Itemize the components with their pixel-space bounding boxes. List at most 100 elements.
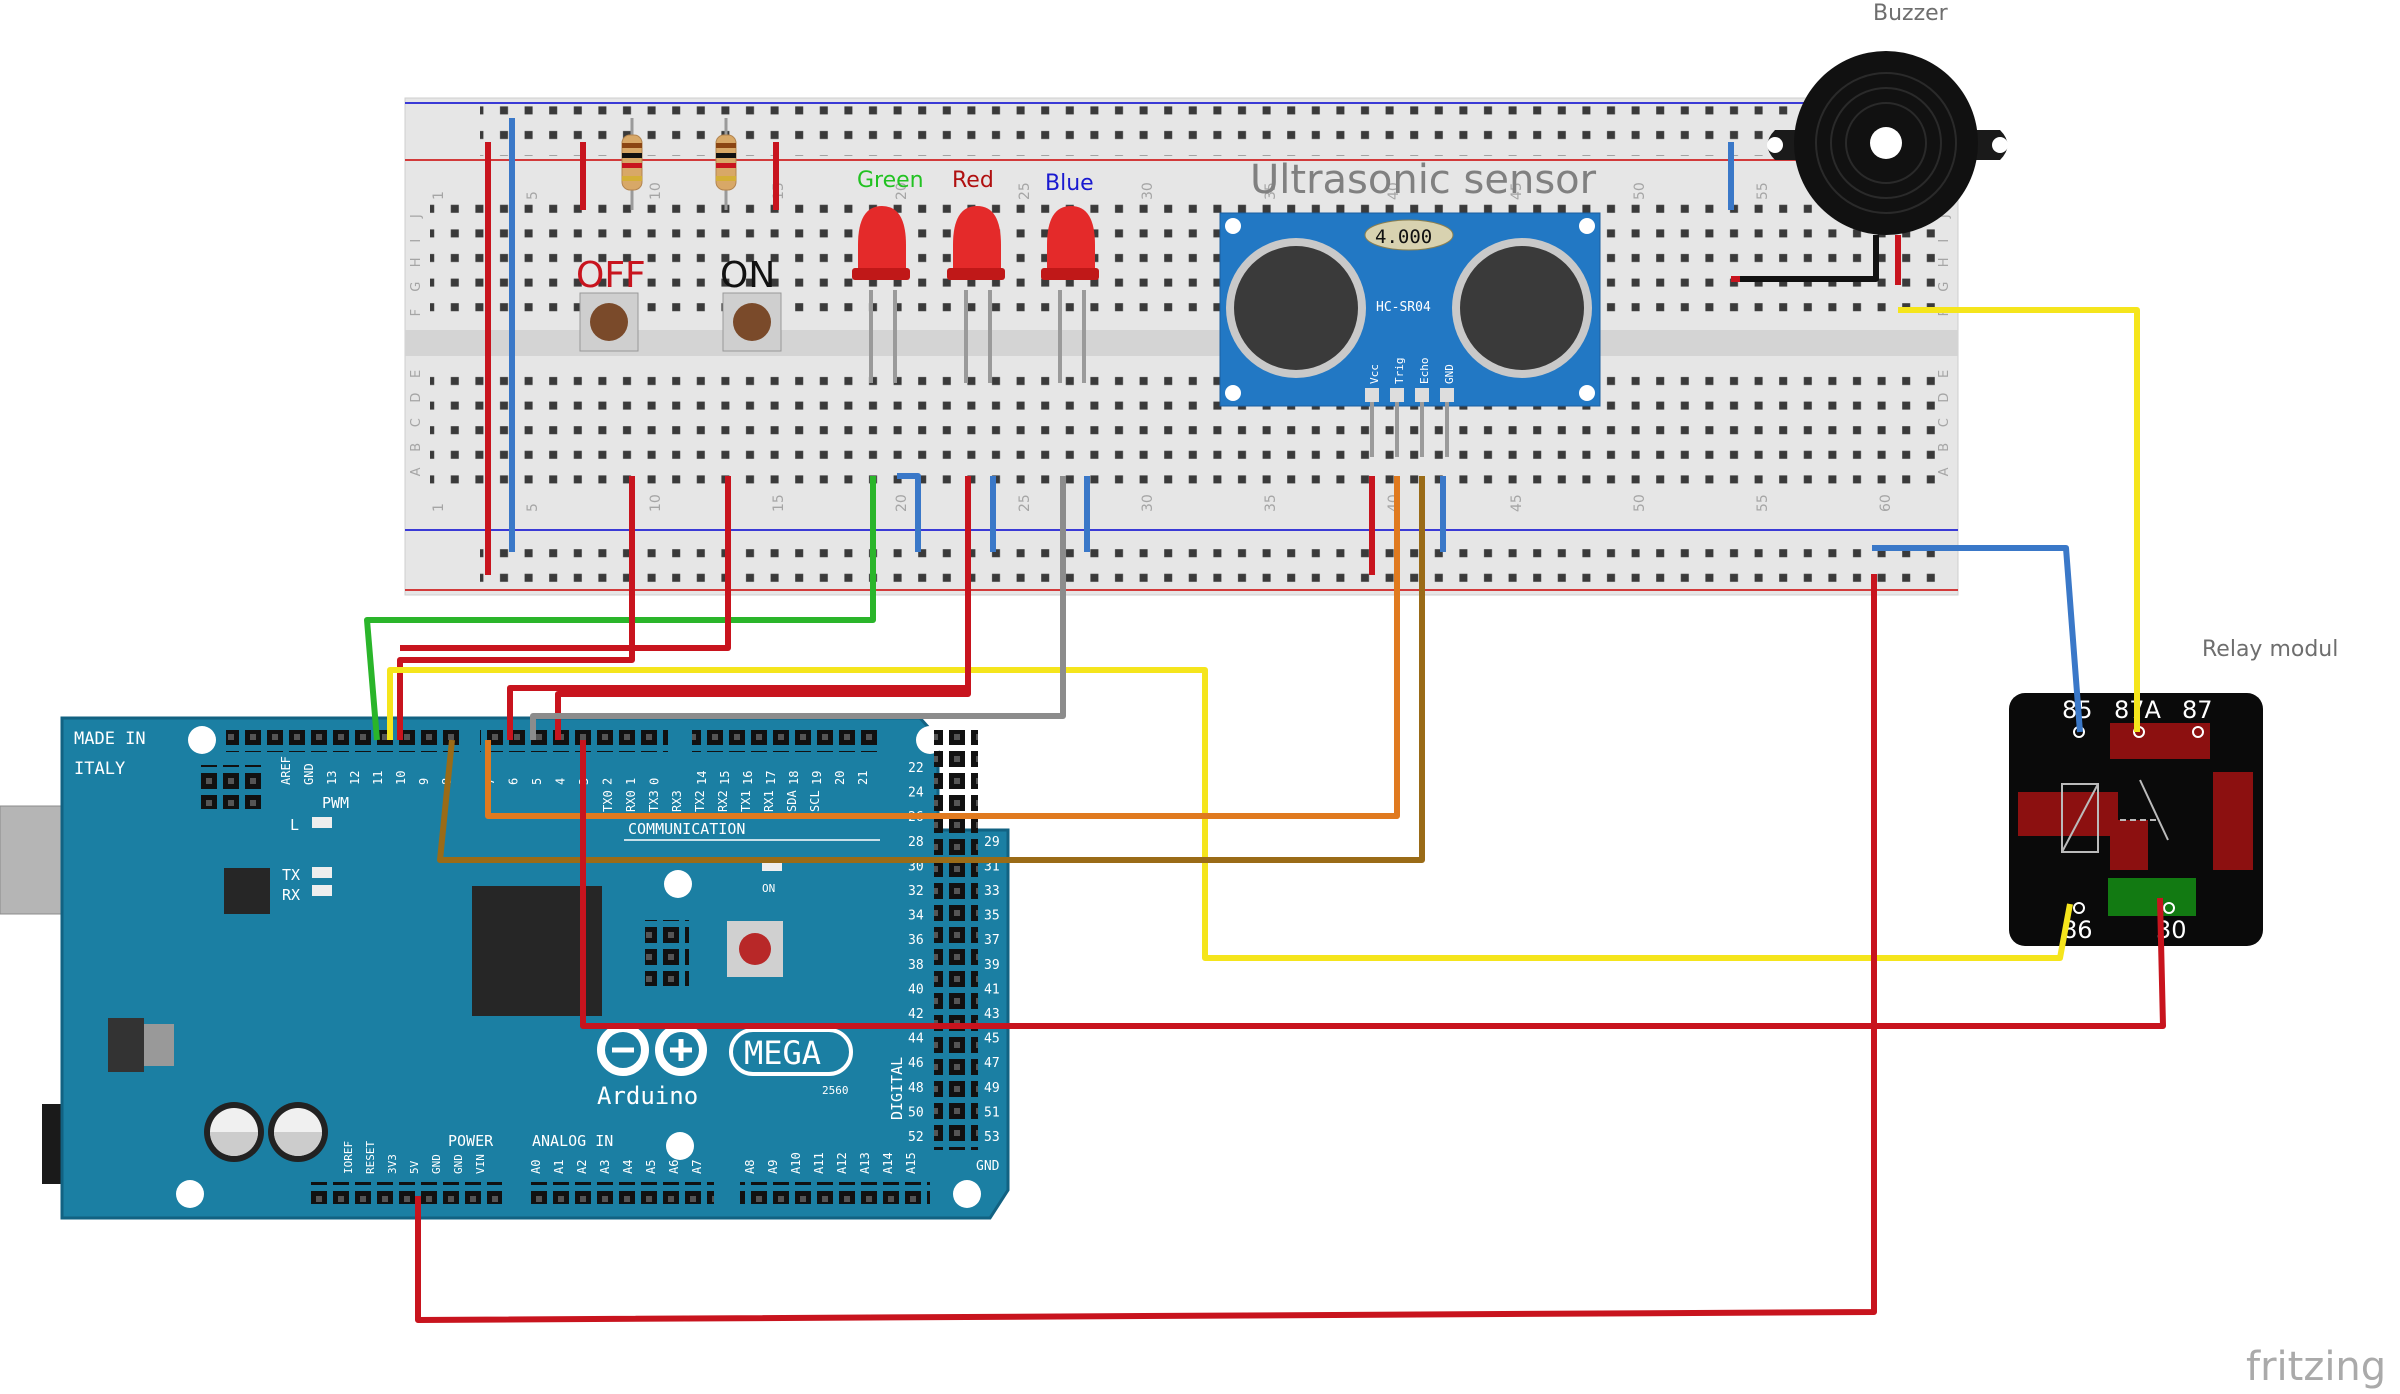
off-button-label: OFF bbox=[576, 255, 646, 296]
breadboard-col-number: 1 bbox=[431, 503, 447, 512]
pin-label: 41 bbox=[984, 982, 1000, 997]
pin-label: 23 bbox=[984, 761, 1000, 776]
arduino-rx: RX bbox=[282, 886, 300, 904]
pin-label: 0 bbox=[648, 778, 662, 785]
pin-label: 4 bbox=[554, 778, 568, 785]
breadboard: 1155101015152020252530303535404045455050… bbox=[404, 97, 1959, 596]
wire-orange bbox=[485, 476, 1400, 819]
pin-label: 42 bbox=[908, 1007, 924, 1022]
breadboard-col-number: 35 bbox=[1263, 494, 1279, 512]
breadboard-col-number: 15 bbox=[771, 494, 787, 512]
pin-label: A15 bbox=[904, 1152, 918, 1174]
pin-label: 50 bbox=[908, 1105, 924, 1120]
pin-label: RX0 bbox=[624, 790, 638, 812]
pin-label: A4 bbox=[621, 1160, 635, 1174]
arduino-italy: ITALY bbox=[74, 759, 125, 779]
arduino-analog-in: ANALOG IN bbox=[532, 1132, 613, 1150]
pin-label: 38 bbox=[908, 958, 924, 973]
breadboard-row-letter: B bbox=[409, 443, 424, 452]
led-red-label: Red bbox=[952, 168, 994, 193]
breadboard-row-letter: A bbox=[409, 467, 424, 476]
pin-label: 24 bbox=[908, 786, 924, 801]
pin-label: 34 bbox=[908, 909, 924, 924]
pin-label: 25 bbox=[984, 786, 1000, 801]
arduino-communication: COMMUNICATION bbox=[628, 820, 745, 838]
breadboard-col-number: 10 bbox=[648, 182, 664, 200]
wire-black bbox=[1731, 235, 1879, 282]
pin-label: AREF bbox=[279, 756, 293, 785]
breadboard-row-letter: E bbox=[1937, 370, 1952, 378]
arduino-mega-label: MEGA bbox=[744, 1034, 821, 1072]
breadboard-col-number: 55 bbox=[1755, 182, 1771, 200]
wire-blue bbox=[1872, 545, 2083, 733]
breadboard-col-number: 35 bbox=[1263, 182, 1279, 200]
arduino-brand: Arduino bbox=[597, 1082, 698, 1110]
arduino-model: 2560 bbox=[822, 1084, 849, 1097]
breadboard-col-number: 45 bbox=[1509, 182, 1525, 200]
pin-label: 3V3 bbox=[386, 1154, 399, 1174]
breadboard-row-letter: D bbox=[409, 393, 424, 403]
pin-label: A3 bbox=[598, 1160, 612, 1174]
pin-label: 44 bbox=[908, 1032, 924, 1047]
bottom-terminal-holes bbox=[430, 365, 1935, 488]
pin-label: GND bbox=[452, 1154, 465, 1174]
pin-label: 45 bbox=[984, 1032, 1000, 1047]
pin-label: 21 bbox=[856, 771, 870, 785]
breadboard-row-letter: G bbox=[409, 282, 424, 292]
sensor-pin-label: GND bbox=[1443, 364, 1456, 384]
pin-label: 32 bbox=[908, 884, 924, 899]
pin-label: 14 bbox=[695, 771, 709, 785]
pin-label: A6 bbox=[667, 1160, 681, 1174]
pin-label: A12 bbox=[835, 1152, 849, 1174]
breadboard-col-number: 20 bbox=[894, 494, 910, 512]
breadboard-col-number: 40 bbox=[1386, 182, 1402, 200]
on-button-label: ON bbox=[720, 255, 775, 296]
pin-label: TX1 bbox=[739, 790, 753, 812]
pin-label: 48 bbox=[908, 1081, 924, 1096]
buzzer: Buzzer bbox=[1767, 1, 2008, 277]
header-communication bbox=[692, 730, 882, 752]
breadboard-row-letter: B bbox=[1937, 443, 1952, 452]
resistor bbox=[621, 118, 643, 210]
pin-label: 19 bbox=[810, 771, 824, 785]
header-analog2 bbox=[740, 1182, 930, 1204]
on-button[interactable]: ON bbox=[720, 255, 782, 352]
pin-label: A0 bbox=[529, 1160, 543, 1174]
pin-label: TX3 bbox=[647, 790, 661, 812]
wire-red bbox=[397, 476, 635, 740]
off-button[interactable]: OFF bbox=[576, 255, 646, 352]
pin-label: 37 bbox=[984, 933, 1000, 948]
pin-label: GND bbox=[430, 1154, 443, 1174]
pin-label: 49 bbox=[984, 1081, 1000, 1096]
bottom-rail-holes bbox=[480, 536, 1940, 586]
arduino-l: L bbox=[290, 816, 299, 834]
arduino-made-in: MADE IN bbox=[74, 729, 146, 749]
pin-label: 22 bbox=[908, 761, 924, 776]
pin-label: 5V bbox=[408, 1160, 421, 1174]
arduino-tx: TX bbox=[282, 866, 300, 884]
pin-label: 36 bbox=[908, 933, 924, 948]
arduino-gnd: GND bbox=[976, 1159, 1000, 1174]
led-green-label: Green bbox=[857, 168, 924, 193]
breadboard-row-letter: J bbox=[1937, 214, 1952, 219]
wire-red bbox=[507, 476, 971, 740]
pin-label: 16 bbox=[741, 771, 755, 785]
led-blue-label: Blue bbox=[1045, 171, 1094, 196]
pin-label: 15 bbox=[718, 771, 732, 785]
relay-module: Relay modul 85 87A 87 86 30 bbox=[2009, 637, 2338, 946]
breadboard-row-letter: J bbox=[409, 214, 424, 219]
wire-red bbox=[400, 476, 731, 651]
icsp-header bbox=[196, 765, 262, 809]
pin-label: 17 bbox=[764, 771, 778, 785]
wire-green bbox=[364, 476, 876, 741]
breadboard-row-letter: D bbox=[1937, 393, 1952, 403]
breadboard-col-number: 10 bbox=[648, 494, 664, 512]
breadboard-row-letter: E bbox=[409, 370, 424, 378]
pin-label: A11 bbox=[812, 1152, 826, 1174]
arduino-mega: MADE IN ITALY PWM L TX RX ON COMMUNICATI… bbox=[0, 716, 1010, 1220]
breadboard-col-number: 50 bbox=[1632, 494, 1648, 512]
pin-label: 2 bbox=[601, 778, 615, 785]
